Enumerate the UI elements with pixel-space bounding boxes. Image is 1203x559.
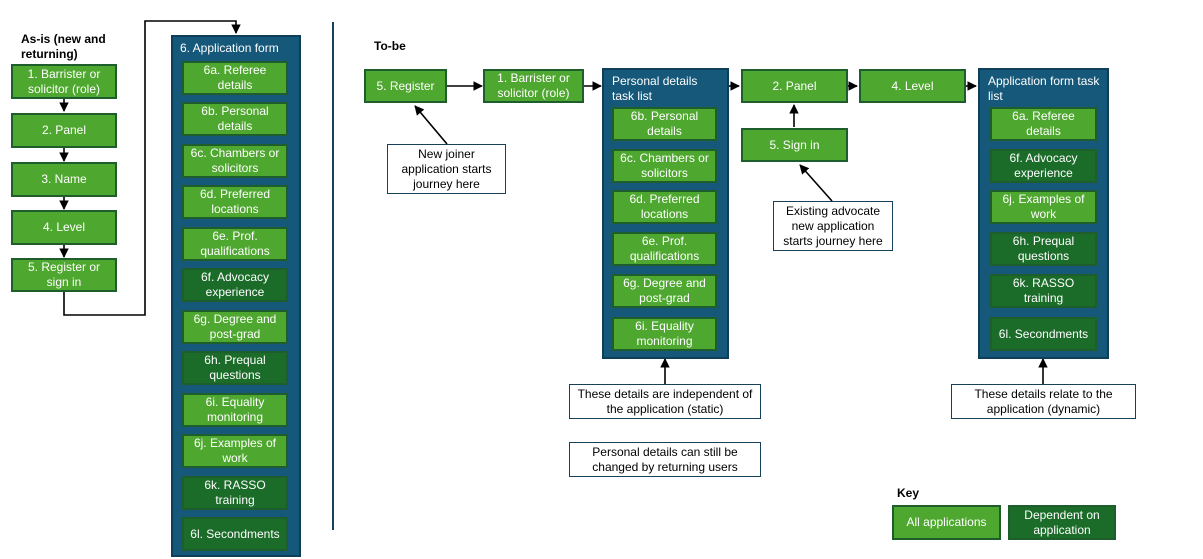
asis-step-register: 5. Register or sign in xyxy=(11,258,117,292)
note-relate: These details relate to the application … xyxy=(951,384,1136,419)
appform-item: 6j. Examples of work xyxy=(990,190,1097,224)
tobe-level: 4. Level xyxy=(859,69,966,103)
personal-item: 6e. Prof. qualifications xyxy=(612,232,717,266)
asis-heading: As-is (new and returning) xyxy=(21,32,106,61)
asis-form-item: 6d. Preferred locations xyxy=(182,185,288,219)
note-changed: Personal details can still be changed by… xyxy=(569,442,761,477)
asis-form-item: 6l. Secondments xyxy=(182,517,288,551)
asis-step-role: 1. Barrister or solicitor (role) xyxy=(11,64,117,99)
personal-details-title: Personal details task list xyxy=(612,74,698,103)
tobe-heading: To-be xyxy=(374,39,406,53)
appform-item: 6a. Referee details xyxy=(990,107,1097,141)
asis-form-item: 6b. Personal details xyxy=(182,102,288,136)
arrow-newjoiner-register xyxy=(414,105,448,145)
asis-form-item: 6h. Prequal questions xyxy=(182,351,288,385)
note-new-joiner: New joiner application starts journey he… xyxy=(387,144,506,194)
key-all-applications: All applications xyxy=(892,505,1001,540)
arrow-existing-signin xyxy=(799,164,833,202)
tobe-panel: 2. Panel xyxy=(741,69,848,103)
tobe-signin: 5. Sign in xyxy=(741,128,848,162)
asis-form-item: 6c. Chambers or solicitors xyxy=(182,144,288,178)
asis-form-item: 6e. Prof. qualifications xyxy=(182,227,288,261)
key-title: Key xyxy=(897,486,920,500)
key-dependent-on-application: Dependent on application xyxy=(1008,505,1116,540)
tobe-register: 5. Register xyxy=(364,69,447,103)
personal-item: 6b. Personal details xyxy=(612,107,717,141)
asis-step-level: 4. Level xyxy=(11,210,117,245)
personal-item: 6d. Preferred locations xyxy=(612,190,717,224)
asis-step-panel: 2. Panel xyxy=(11,113,117,148)
personal-item: 6c. Chambers or solicitors xyxy=(612,149,717,183)
appform-item: 6h. Prequal questions xyxy=(990,232,1097,266)
asis-form-item: 6i. Equality monitoring xyxy=(182,393,288,427)
tobe-role: 1. Barrister or solicitor (role) xyxy=(483,69,584,103)
appform-item: 6f. Advocacy experience xyxy=(990,149,1097,183)
asis-form-item: 6a. Referee details xyxy=(182,61,288,95)
arrow-asis-to-form xyxy=(63,20,241,316)
asis-step-name: 3. Name xyxy=(11,162,117,197)
asis-form-item: 6g. Degree and post-grad xyxy=(182,310,288,344)
asis-form-item: 6k. RASSO training xyxy=(182,476,288,510)
personal-item: 6i. Equality monitoring xyxy=(612,317,717,351)
application-form-title: Application form task list xyxy=(988,74,1100,103)
personal-item: 6g. Degree and post-grad xyxy=(612,274,717,308)
asis-form-item: 6f. Advocacy experience xyxy=(182,268,288,302)
note-independent: These details are independent of the app… xyxy=(569,384,761,419)
appform-item: 6l. Secondments xyxy=(990,317,1097,351)
appform-item: 6k. RASSO training xyxy=(990,274,1097,308)
asis-form-item: 6j. Examples of work xyxy=(182,434,288,468)
asis-application-form-title: 6. Application form xyxy=(180,41,279,55)
note-existing-advocate: Existing advocate new application starts… xyxy=(773,201,893,251)
